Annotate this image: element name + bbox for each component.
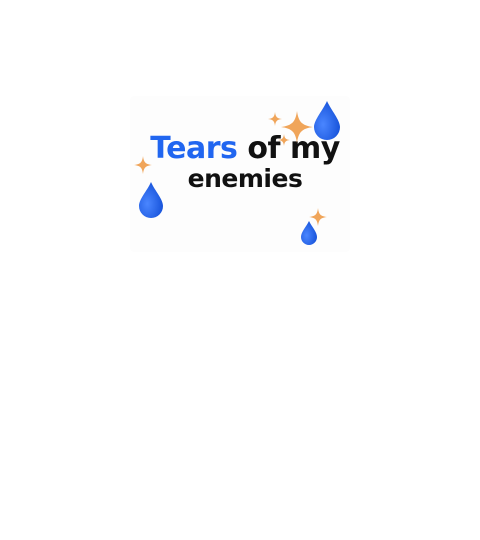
headline-line-2: enemies — [187, 164, 303, 193]
sparkle-icon — [134, 156, 152, 174]
headline-word-tears: Tears — [150, 131, 238, 166]
teardrop-icon — [300, 220, 318, 246]
sparkle-icon — [309, 208, 327, 226]
graphic-design: Tears of my enemies — [130, 96, 350, 252]
sparkle-icon — [268, 112, 282, 126]
headline: Tears of my enemies — [130, 134, 360, 194]
teardrop-icon — [138, 181, 164, 219]
sparkle-icon — [280, 110, 314, 144]
sparkle-icon — [278, 134, 290, 146]
teardrop-icon — [313, 100, 341, 140]
